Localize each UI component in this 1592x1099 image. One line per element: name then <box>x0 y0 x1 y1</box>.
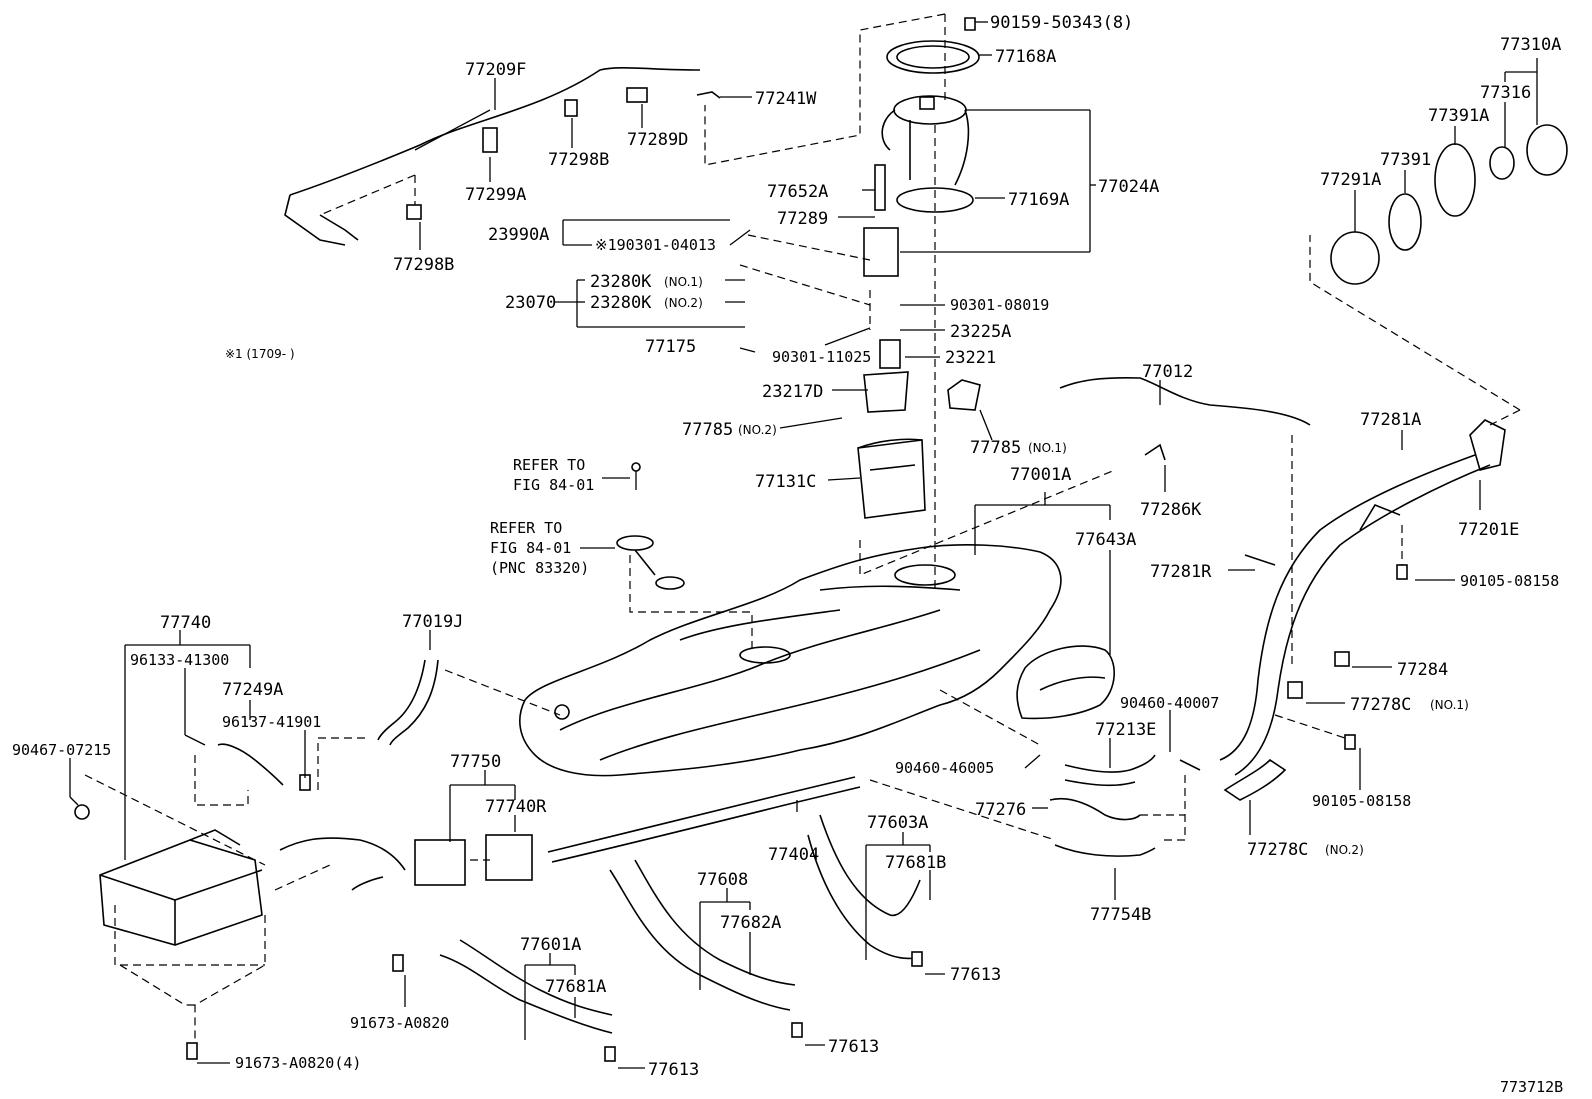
label-77298B-bottom[interactable]: 77298B <box>393 255 454 275</box>
refer-2-line-2: FIG 84-01 <box>490 539 571 557</box>
label-77209F[interactable]: 77209F <box>465 60 526 80</box>
label-77785-no2[interactable]: 77785 <box>682 420 733 440</box>
tank-bands-drawing <box>439 814 921 1034</box>
label-77613-left[interactable]: 77613 <box>648 1060 699 1080</box>
refer-1-line-1: REFER TO <box>513 456 585 474</box>
label-77750[interactable]: 77750 <box>450 752 501 772</box>
label-77281A[interactable]: 77281A <box>1360 410 1421 430</box>
label-77681B[interactable]: 77681B <box>885 853 946 873</box>
label-77019J[interactable]: 77019J <box>402 612 463 632</box>
label-90301-11025[interactable]: 90301-11025 <box>772 348 871 366</box>
label-77299A[interactable]: 77299A <box>465 185 526 205</box>
tank-protector-drawing <box>1016 645 1115 720</box>
label-90159-50343[interactable]: 90159-50343(8) <box>990 13 1133 33</box>
label-77785-no1-note: (NO.1) <box>1028 441 1067 455</box>
label-90301-08019[interactable]: 90301-08019 <box>950 296 1049 314</box>
label-77241W[interactable]: 77241W <box>755 89 817 109</box>
label-91673-A0820-4[interactable]: 91673-A0820(4) <box>235 1054 361 1072</box>
label-77213E[interactable]: 77213E <box>1095 720 1156 740</box>
label-90460-40007[interactable]: 90460-40007 <box>1120 694 1219 712</box>
label-77169A[interactable]: 77169A <box>1008 190 1069 210</box>
figure-number: 773712B <box>1500 1078 1563 1096</box>
label-77608[interactable]: 77608 <box>697 870 748 890</box>
part-labels: 90159-50343(8) 77168A 77209F 77241W 7729… <box>12 13 1561 1080</box>
label-77391[interactable]: 77391 <box>1380 150 1431 170</box>
fuel-sender-drawing <box>616 462 685 590</box>
label-77291A[interactable]: 77291A <box>1320 170 1381 190</box>
label-23221[interactable]: 23221 <box>945 348 996 368</box>
label-77652A[interactable]: 77652A <box>767 182 828 202</box>
label-90105-08158-top[interactable]: 90105-08158 <box>1460 572 1559 590</box>
label-77024A[interactable]: 77024A <box>1098 177 1159 197</box>
label-77754B[interactable]: 77754B <box>1090 905 1151 925</box>
charcoal-canister-drawing <box>74 743 311 946</box>
hoses-and-pipes-drawing <box>279 377 1350 891</box>
label-90460-46005[interactable]: 90460-46005 <box>895 759 994 777</box>
label-77298B-top[interactable]: 77298B <box>548 150 609 170</box>
label-77785-no1[interactable]: 77785 <box>970 438 1021 458</box>
label-23280K-no2[interactable]: 23280K <box>590 293 652 313</box>
label-77601A[interactable]: 77601A <box>520 935 581 955</box>
label-77603A[interactable]: 77603A <box>867 813 928 833</box>
refer-2-line-3: (PNC 83320) <box>490 559 589 577</box>
label-77289D[interactable]: 77289D <box>627 130 688 150</box>
label-77785-no2-note: (NO.2) <box>738 423 777 437</box>
label-77278C-no1-note: (NO.1) <box>1430 698 1469 712</box>
label-77310A[interactable]: 77310A <box>1500 35 1561 55</box>
label-77175[interactable]: 77175 <box>645 337 696 357</box>
label-77278C-no2-note: (NO.2) <box>1325 843 1364 857</box>
fuel-pump-assembly-drawing <box>857 40 980 519</box>
label-23280K-no2-note: (NO.2) <box>664 296 703 310</box>
filler-neck-drawing <box>1179 419 1506 801</box>
reference-notes: REFER TO FIG 84-01 REFER TO FIG 84-01 (P… <box>225 347 1563 1096</box>
dashed-reference-lines <box>84 13 1521 1040</box>
fuel-cap-drawing <box>1330 124 1568 285</box>
label-77281R[interactable]: 77281R <box>1150 562 1212 582</box>
fuel-tank-drawing <box>519 544 1062 777</box>
label-77278C-no2[interactable]: 77278C <box>1247 840 1308 860</box>
label-77201E[interactable]: 77201E <box>1458 520 1519 540</box>
label-77613-right[interactable]: 77613 <box>950 965 1001 985</box>
label-23070[interactable]: 23070 <box>505 293 556 313</box>
label-77613-middle[interactable]: 77613 <box>828 1037 879 1057</box>
label-77643A[interactable]: 77643A <box>1075 530 1136 550</box>
label-77316[interactable]: 77316 <box>1480 83 1531 103</box>
label-91673-A0820[interactable]: 91673-A0820 <box>350 1014 449 1032</box>
label-77740[interactable]: 77740 <box>160 613 211 633</box>
footnote-1: ※1 (1709- ) <box>225 347 295 361</box>
label-77249A[interactable]: 77249A <box>222 680 283 700</box>
label-23217D[interactable]: 23217D <box>762 382 823 402</box>
vent-tube-drawing <box>284 66 721 246</box>
label-77391A[interactable]: 77391A <box>1428 106 1489 126</box>
label-77001A[interactable]: 77001A <box>1010 465 1071 485</box>
label-77681A[interactable]: 77681A <box>545 977 606 997</box>
label-23225A[interactable]: 23225A <box>950 322 1011 342</box>
label-77286K[interactable]: 77286K <box>1140 500 1202 520</box>
label-77682A[interactable]: 77682A <box>720 913 781 933</box>
label-96133-41300[interactable]: 96133-41300 <box>130 651 229 669</box>
label-90105-08158-bottom[interactable]: 90105-08158 <box>1312 792 1411 810</box>
label-90301-04013[interactable]: ※190301-04013 <box>595 236 716 254</box>
label-77284[interactable]: 77284 <box>1397 660 1448 680</box>
label-23990A[interactable]: 23990A <box>488 225 549 245</box>
label-77131C[interactable]: 77131C <box>755 472 816 492</box>
label-23280K-no1-note: (NO.1) <box>664 275 703 289</box>
label-96137-41901[interactable]: 96137-41901 <box>222 713 321 731</box>
refer-2-line-1: REFER TO <box>490 519 562 537</box>
label-23280K-no1[interactable]: 23280K <box>590 272 652 292</box>
label-77012[interactable]: 77012 <box>1142 362 1193 382</box>
label-77404[interactable]: 77404 <box>768 845 819 865</box>
refer-1-line-2: FIG 84-01 <box>513 476 594 494</box>
label-77289[interactable]: 77289 <box>777 209 828 229</box>
label-77276[interactable]: 77276 <box>975 800 1026 820</box>
bolts-drawing <box>186 17 1408 1062</box>
label-77740R[interactable]: 77740R <box>485 797 547 817</box>
label-77168A[interactable]: 77168A <box>995 47 1056 67</box>
label-90467-07215[interactable]: 90467-07215 <box>12 741 111 759</box>
label-77278C-no1[interactable]: 77278C <box>1350 695 1411 715</box>
leader-lines <box>69 21 1538 1069</box>
